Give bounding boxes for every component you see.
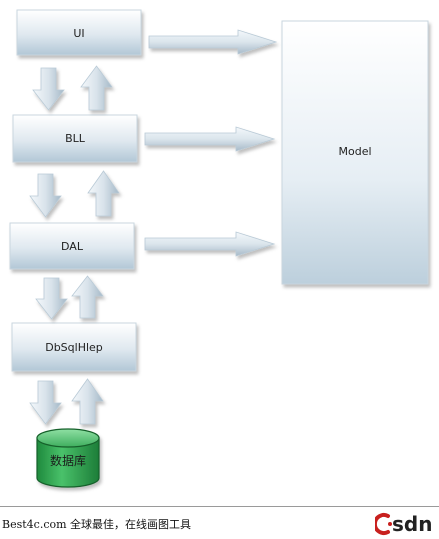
model-box: Model [281,20,429,285]
database-label: 数据库 [50,453,86,468]
arrow-helper-to-dal [71,275,104,319]
arrow-bll-to-dal [29,173,62,218]
helper-label: DbSqlHlep [45,341,103,354]
svg-text:sdn: sdn [392,512,432,536]
arrow-dal-to-helper [35,277,68,320]
helper-box: DbSqlHlep [11,322,137,372]
arrow-ui-to-bll [32,67,65,111]
database-icon: 数据库 [36,428,100,488]
bll-label: BLL [65,132,86,145]
ui-label: UI [73,27,84,40]
arrow-dal-to-model [144,231,276,257]
dal-box: DAL [9,222,135,270]
dal-label: DAL [61,240,84,253]
bll-box: BLL [12,114,138,163]
csdn-logo: sdn [375,512,432,536]
ui-box: UI [16,9,142,56]
model-label: Model [338,145,371,158]
arrow-bll-to-model [144,126,276,152]
arrow-bll-to-ui [80,65,113,111]
arrow-dal-to-bll [87,170,120,217]
footer-credit: Best4c.com 全球最佳，在线画图工具 [2,518,192,531]
arrow-helper-to-database [29,380,62,425]
arrow-database-to-helper [71,378,104,425]
arrow-ui-to-model [148,29,278,55]
architecture-diagram: Model UI BLL DAL DbSqlHlep [9,9,429,488]
footer-bar: Best4c.com 全球最佳，在线画图工具 sdn [0,506,439,539]
